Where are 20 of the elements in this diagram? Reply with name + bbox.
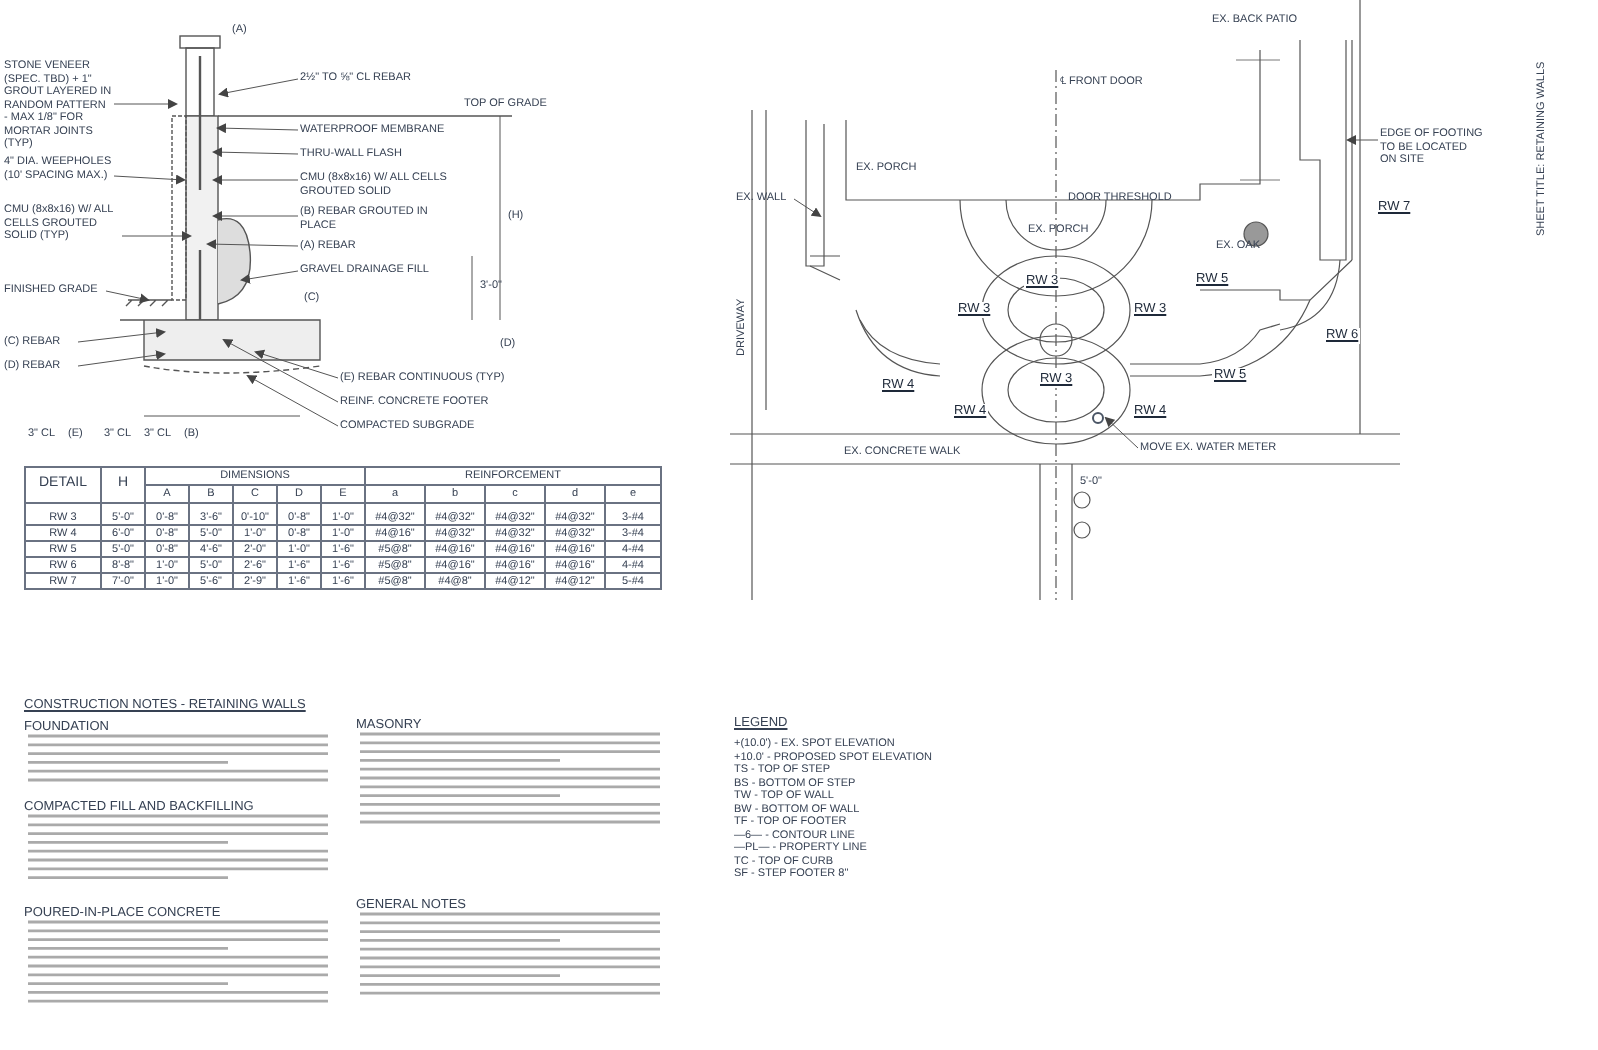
leader-line [212, 175, 299, 185]
leader-line [212, 211, 299, 221]
leader-line [113, 174, 186, 185]
leader-line [240, 270, 299, 284]
leader-line [121, 231, 192, 241]
leader-line [77, 327, 166, 343]
leader-line [218, 78, 299, 98]
leader-line [206, 239, 299, 250]
leader-line [216, 123, 299, 134]
leader-line [222, 339, 339, 403]
meter-symbol [1092, 412, 1104, 424]
leader-line [212, 147, 299, 158]
leader-line [105, 290, 150, 304]
leader-line [77, 350, 166, 367]
leader-line [1346, 135, 1379, 145]
leader-line [1104, 416, 1139, 449]
leader-line [793, 198, 822, 218]
leader-line [113, 99, 178, 109]
leader-line [254, 349, 339, 379]
leader-line [246, 375, 339, 427]
